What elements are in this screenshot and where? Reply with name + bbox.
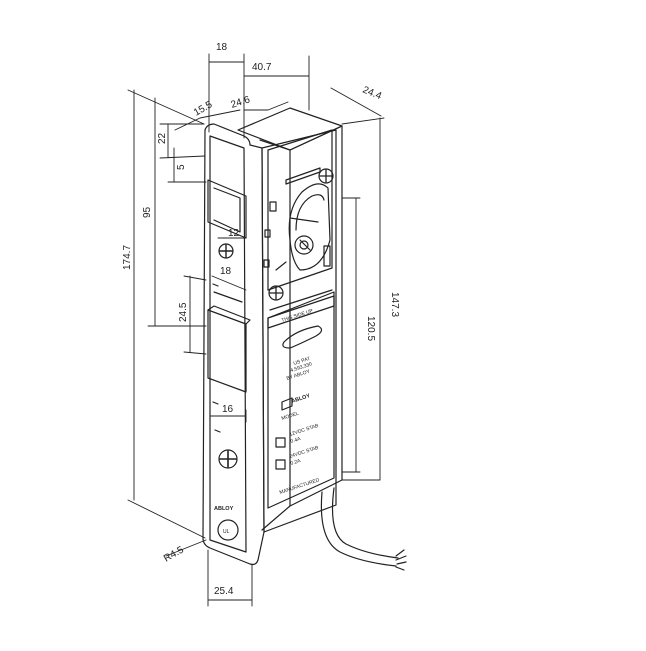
- checkbox-12v: [275, 437, 286, 448]
- strike-window: [207, 309, 247, 393]
- opt-12v-amp: 0.4A: [290, 436, 302, 445]
- dim-24-6: 24.6: [230, 94, 252, 111]
- cable: [320, 487, 407, 571]
- dim-40-7: 40.7: [252, 62, 272, 73]
- ul-mark-text: UL: [223, 529, 230, 535]
- patent-line-1: US PAT: [293, 356, 311, 367]
- faceplate-screw-top: [218, 243, 234, 259]
- dim-r4-5: R4.5: [162, 544, 186, 564]
- opt-24v-label: 24VDC STAB: [289, 445, 320, 460]
- lock-mechanism: [263, 129, 334, 301]
- ul-mark-icon: [217, 519, 239, 541]
- faceplate: UL ABLOY: [202, 123, 265, 566]
- body-screw-top: [318, 168, 334, 184]
- dim-16: 16: [222, 404, 234, 415]
- label-plate: THIS SIDE UP US PAT 4,593,330 BY ABLOY A…: [267, 289, 335, 509]
- dim-18-mid: 18: [220, 266, 232, 277]
- dim-147-3: 147.3: [389, 292, 400, 317]
- dimension-lines: [127, 53, 385, 607]
- opt-24v-amp: 0.2A: [290, 458, 302, 467]
- dim-12: 12: [228, 228, 240, 239]
- faceplate-brand: ABLOY: [214, 506, 234, 512]
- model-label: MODEL: [281, 411, 300, 422]
- faceplate-screw-bottom: [218, 449, 238, 469]
- dim-22: 22: [157, 132, 168, 144]
- dim-120-5: 120.5: [365, 316, 376, 341]
- dim-174-7: 174.7: [122, 245, 133, 270]
- checkbox-24v: [275, 459, 286, 470]
- dim-5: 5: [176, 164, 187, 170]
- body-screw-mid: [268, 285, 284, 301]
- this-side-up-text: THIS SIDE UP: [281, 308, 315, 324]
- dim-18-top: 18: [216, 42, 228, 53]
- dim-24-4: 24.4: [361, 85, 384, 103]
- dim-24-5: 24.5: [178, 302, 189, 322]
- dim-25-4: 25.4: [214, 586, 234, 597]
- dim-95: 95: [142, 206, 153, 218]
- opt-12v-label: 12VDC STAB: [289, 423, 320, 438]
- brand-box-text: ABLOY: [291, 393, 311, 405]
